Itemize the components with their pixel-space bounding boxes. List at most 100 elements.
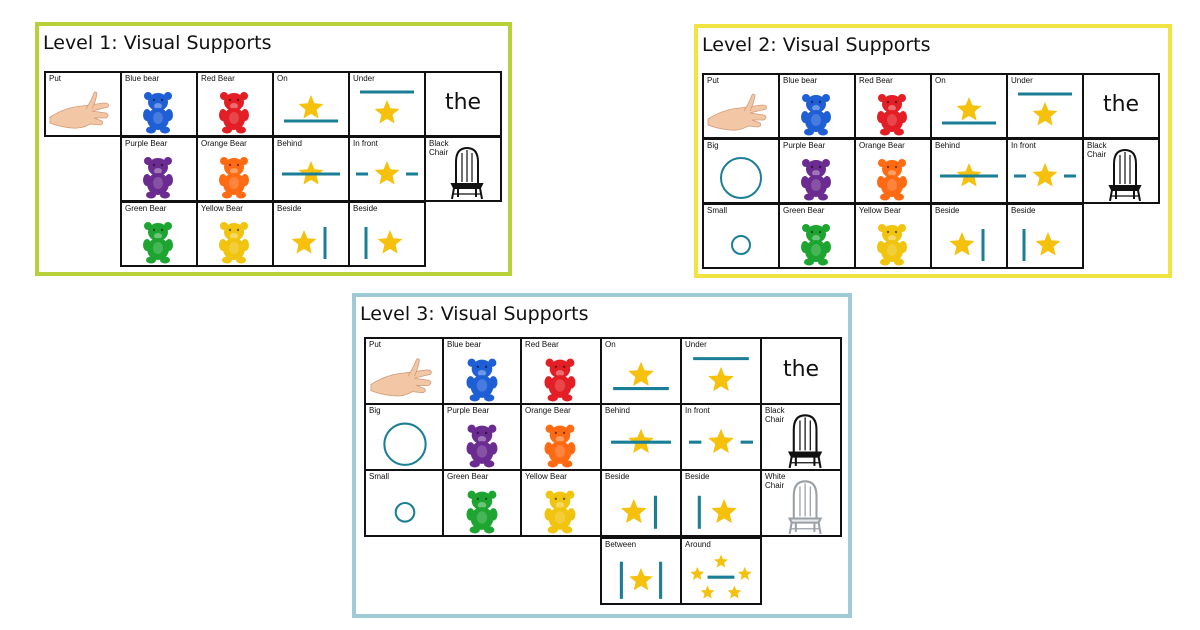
bear-icon [544,424,576,468]
card-word-the: the [1082,73,1160,139]
card-black-chair: Black Chair [760,403,842,471]
bear-icon [801,224,831,266]
card-white-chair: White Chair [760,469,842,537]
card-label: Black Chair [429,139,449,157]
bear-icon [219,222,249,264]
card-label: Between [605,540,637,549]
card-label: Under [1011,76,1033,85]
card-label: Beside [935,206,960,215]
card-behind: Behind [272,136,350,202]
level2-panel: Level 2: Visual Supports Put Blue bear R… [694,24,1172,278]
card-label: Beside [277,204,302,213]
hand-icon [49,91,109,129]
card-beside: Beside [348,201,426,267]
card-green-bear: Green Bear [120,201,198,267]
big-circle-icon [720,157,762,199]
card-label: Behind [605,406,630,415]
card-label: Under [353,74,375,83]
star-on-icon [942,97,996,125]
card-label: In front [353,139,378,148]
big-circle-icon [383,422,427,466]
card-in-front: In front [348,136,426,202]
card-label: Beside [353,204,378,213]
word-text: the [1102,92,1140,117]
card-red-bear: Red Bear [520,337,602,405]
card-word-the: the [424,71,502,137]
card-green-bear: Green Bear [442,469,524,537]
card-label: Black Chair [1087,141,1107,159]
bear-icon [877,94,907,136]
star-beside-left-icon [1022,229,1061,261]
bear-icon [544,358,576,402]
card-beside: Beside [272,201,350,267]
card-big: Big [364,403,446,471]
card-small: Small [364,469,446,537]
card-label: Purple Bear [447,406,490,415]
card-label: Green Bear [125,204,167,213]
star-on-icon [284,95,338,123]
card-label: Blue bear [783,76,818,85]
card-on: On [930,73,1008,139]
card-label: On [935,76,946,85]
card-blue-bear: Blue bear [442,337,524,405]
card-purple-bear: Purple Bear [120,136,198,202]
card-label: Green Bear [783,206,825,215]
black-chair-icon [787,414,823,469]
star-beside-left-icon [697,495,737,529]
card-beside: Beside [930,203,1008,269]
hand-icon [707,93,767,131]
card-beside: Beside [680,469,762,537]
card-blue-bear: Blue bear [120,71,198,137]
bear-icon [219,92,249,134]
star-between-icon [619,561,663,599]
bear-icon [143,222,173,264]
card-label: Big [369,406,381,415]
card-label: Yellow Bear [201,204,243,213]
card-label: Big [707,141,719,150]
star-infront-icon [1014,163,1076,187]
card-orange-bear: Orange Bear [854,138,932,204]
card-black-chair: Black Chair [1082,138,1160,204]
card-put: Put [364,337,446,405]
star-beside-left-icon [364,227,403,259]
black-chair-icon [450,146,484,200]
card-big: Big [702,138,780,204]
card-behind: Behind [930,138,1008,204]
card-label: Red Bear [201,74,235,83]
card-put: Put [702,73,780,139]
star-behind-icon [940,163,998,187]
star-behind-icon [282,161,340,185]
card-in-front: In front [1006,138,1084,204]
card-label: Red Bear [859,76,893,85]
hand-icon [370,358,432,397]
card-blue-bear: Blue bear [778,73,856,139]
card-label: Orange Bear [201,139,247,148]
level1-panel: Level 1: Visual Supports Put Blue bear R… [35,22,512,276]
small-circle-icon [394,501,416,523]
word-text: the [444,90,482,115]
word-text: the [782,357,820,382]
card-label: In front [1011,141,1036,150]
card-label: Small [707,206,728,215]
level3-title: Level 3: Visual Supports [360,303,589,325]
card-label: Orange Bear [525,406,571,415]
card-label: Blue bear [125,74,160,83]
card-word-the: the [760,337,842,405]
card-behind: Behind [600,403,682,471]
card-label: Black Chair [765,406,785,424]
white-chair-icon [787,480,823,535]
card-put: Put [44,71,122,137]
card-label: Beside [1011,206,1036,215]
card-around: Around [680,537,762,605]
card-small: Small [702,203,780,269]
card-yellow-bear: Yellow Bear [520,469,602,537]
card-label: Put [49,74,62,83]
star-under-icon [360,90,414,124]
card-label: Put [369,340,382,349]
card-label: Red Bear [525,340,559,349]
card-black-chair: Black Chair [424,136,502,202]
card-label: Under [685,340,707,349]
card-label: Blue bear [447,340,482,349]
card-red-bear: Red Bear [196,71,274,137]
card-label: Around [685,540,711,549]
